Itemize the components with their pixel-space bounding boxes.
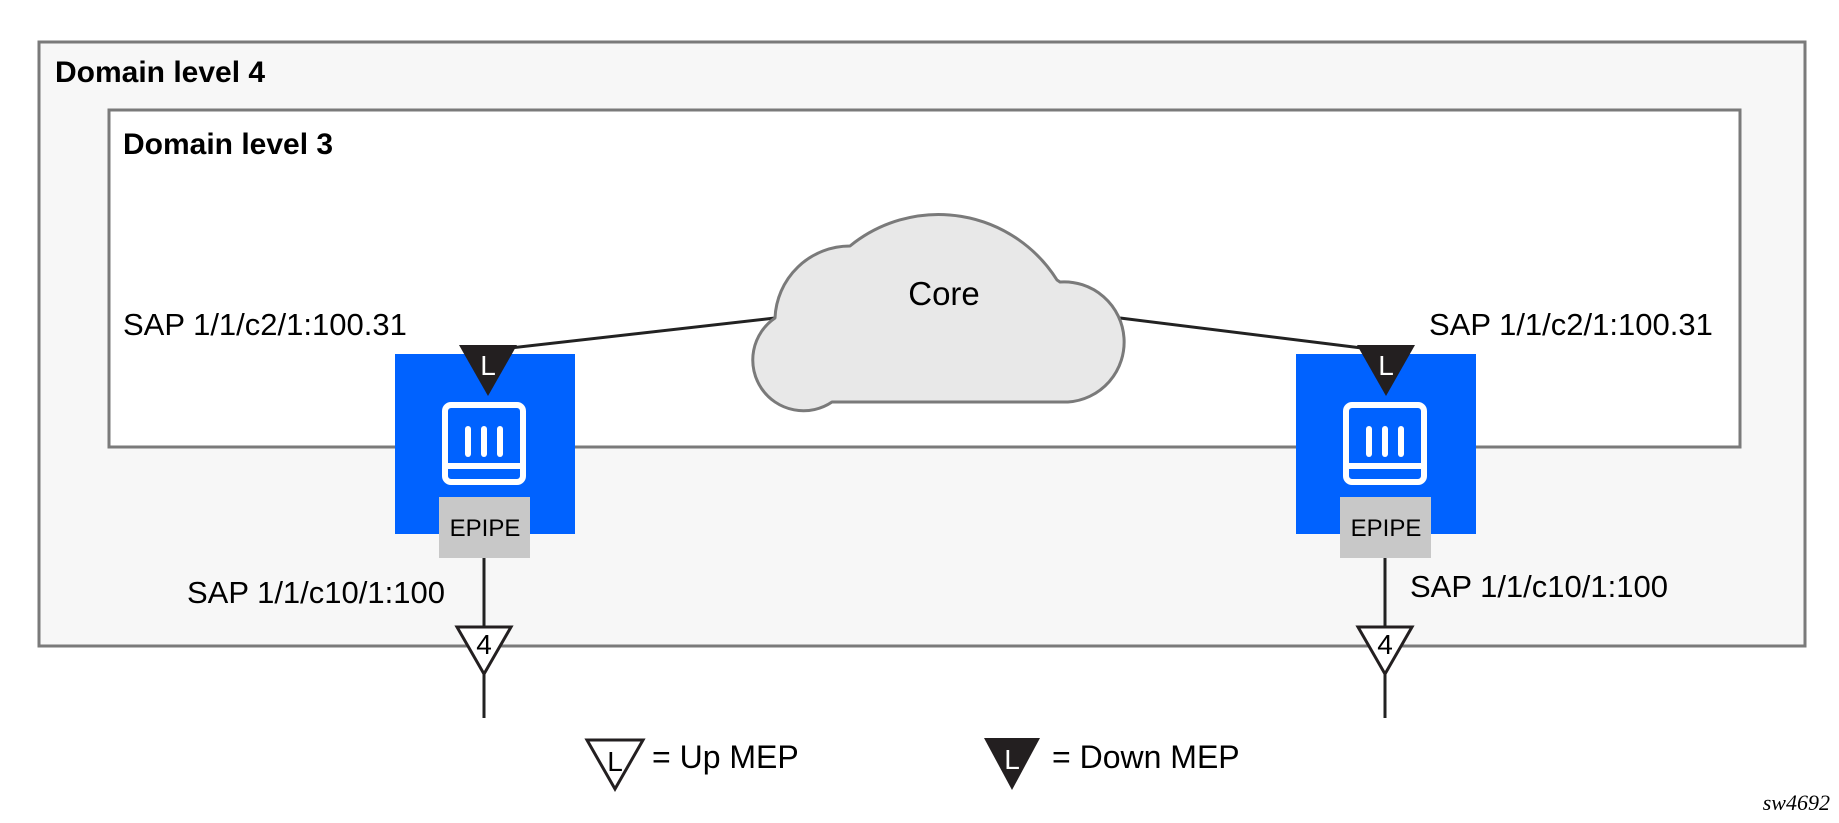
up-mep-left xyxy=(454,625,514,678)
legend-down-mep-label: = Down MEP xyxy=(1052,739,1240,775)
access-sap-left: SAP 1/1/c10/1:100 xyxy=(187,575,445,610)
legend: L = Up MEP L = Down MEP xyxy=(584,738,1240,793)
router-icon xyxy=(1343,402,1427,485)
figure-id: sw4692 xyxy=(1763,790,1830,815)
link-right-to-core xyxy=(1119,316,1387,353)
up-mep-letter-left: 4 xyxy=(476,629,492,660)
up-mep-letter-right: 4 xyxy=(1377,629,1393,660)
legend-up-mep-letter: L xyxy=(607,746,623,777)
legend-up-mep-label: = Up MEP xyxy=(652,739,799,775)
up-mep-right xyxy=(1355,625,1415,678)
legend-down-mep-icon xyxy=(984,738,1040,790)
domain-level-3-title: Domain level 3 xyxy=(123,128,333,161)
domain-level-4-title: Domain level 4 xyxy=(55,56,265,89)
link-left-to-core xyxy=(483,316,776,353)
core-cloud xyxy=(751,213,1126,413)
legend-down-mep-letter: L xyxy=(1004,744,1020,775)
down-mep-left xyxy=(459,345,517,396)
down-mep-right xyxy=(1357,345,1415,396)
epipe-box-right xyxy=(1340,497,1431,558)
legend-up-mep-icon xyxy=(584,738,646,793)
network-sap-right: SAP 1/1/c2/1:100.31 xyxy=(1429,307,1713,342)
down-mep-letter-left: L xyxy=(480,350,496,381)
network-sap-left: SAP 1/1/c2/1:100.31 xyxy=(123,307,407,342)
epipe-label-left: EPIPE xyxy=(450,515,521,542)
router-icon xyxy=(442,402,526,485)
epipe-box-left xyxy=(439,497,530,558)
down-mep-letter-right: L xyxy=(1378,350,1394,381)
node-right: EPIPE L 4 SAP 1/1/c2/1:100.31 SAP 1/1/c1… xyxy=(1296,307,1713,718)
node-left: EPIPE L 4 SAP 1/1/c2/1:100.31 SAP 1/1/c1… xyxy=(123,307,575,718)
access-sap-right: SAP 1/1/c10/1:100 xyxy=(1410,569,1668,604)
core-label: Core xyxy=(908,275,980,312)
epipe-label-right: EPIPE xyxy=(1351,515,1422,542)
